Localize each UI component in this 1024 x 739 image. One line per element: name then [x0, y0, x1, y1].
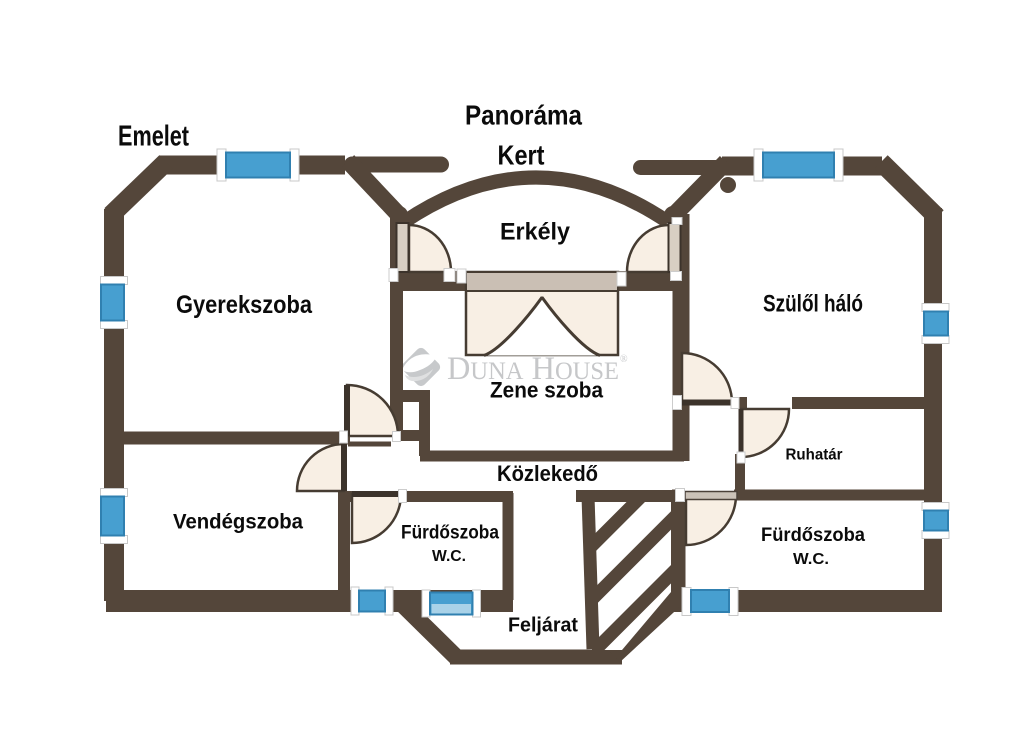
- svg-text:Fürdőszoba: Fürdőszoba: [761, 524, 865, 546]
- svg-text:Vendégszoba: Vendégszoba: [173, 511, 303, 534]
- svg-text:Kert: Kert: [498, 140, 545, 171]
- svg-text:Közlekedő: Közlekedő: [497, 461, 598, 486]
- svg-text:Szülől háló: Szülől háló: [763, 291, 863, 318]
- svg-text:Feljárat: Feljárat: [508, 615, 578, 637]
- svg-text:®: ®: [620, 354, 628, 365]
- svg-text:Panoráma: Panoráma: [465, 100, 582, 131]
- svg-text:W.C.: W.C.: [432, 548, 466, 565]
- svg-text:Ruhatár: Ruhatár: [786, 447, 843, 464]
- svg-text:Gyerekszoba: Gyerekszoba: [176, 291, 313, 319]
- svg-text:DUNA HOUSE: DUNA HOUSE: [447, 351, 619, 387]
- svg-text:W.C.: W.C.: [793, 551, 829, 568]
- svg-text:Zene szoba: Zene szoba: [490, 378, 604, 403]
- svg-text:Fürdőszoba: Fürdőszoba: [401, 523, 499, 544]
- svg-text:Emelet: Emelet: [118, 121, 189, 153]
- svg-text:Erkély: Erkély: [500, 219, 571, 246]
